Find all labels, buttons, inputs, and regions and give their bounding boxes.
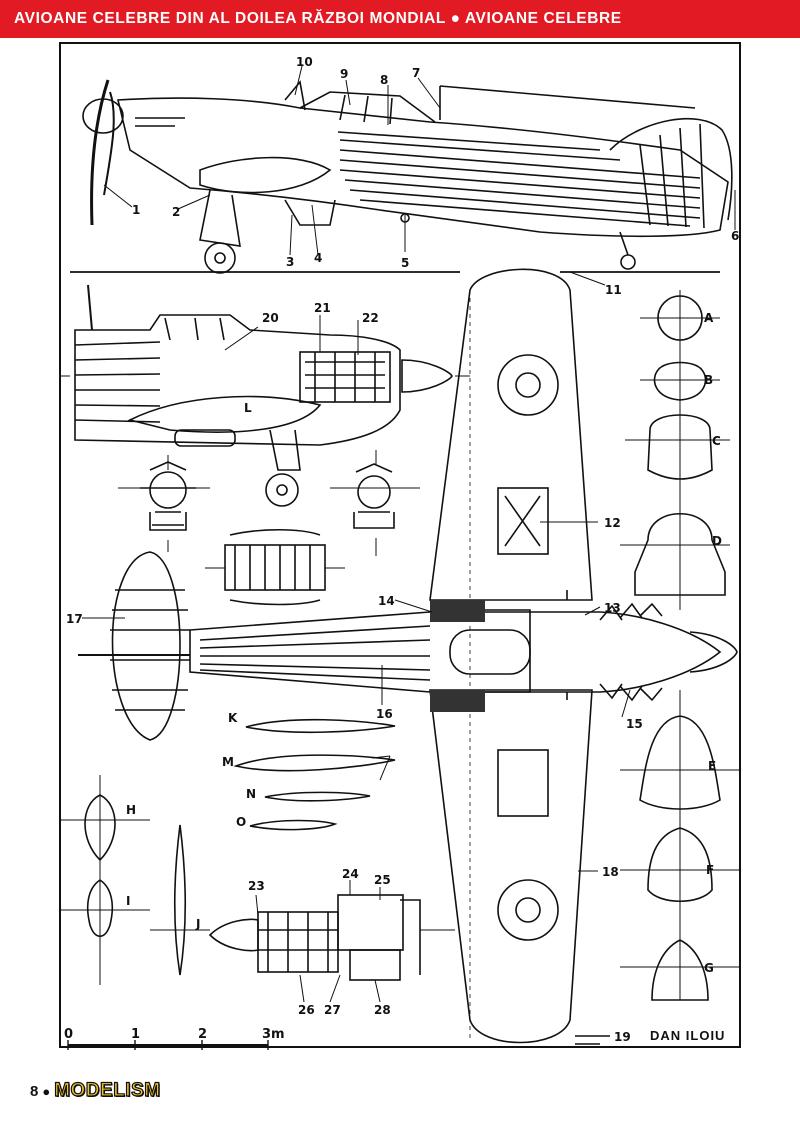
section-M: M — [222, 755, 234, 769]
footer: 8 ● MODELISM — [30, 1078, 161, 1104]
callout-6: 6 — [731, 229, 739, 243]
section-E: E — [708, 759, 716, 773]
scale-2: 2 — [198, 1027, 207, 1042]
footer-bullet: ● — [42, 1083, 51, 1099]
sections-left — [60, 775, 210, 985]
author-credit: DAN ILOIU — [650, 1028, 726, 1043]
section-C: C — [712, 434, 721, 448]
callout-12: 12 — [604, 516, 621, 530]
airfoil-sections — [233, 718, 396, 831]
section-B: B — [704, 373, 713, 387]
callout-20: 20 — [262, 311, 279, 325]
callout-2: 2 — [172, 205, 180, 219]
scale-labels: 0 1 2 3m — [64, 1027, 285, 1042]
plan-view — [78, 268, 738, 1044]
drawing-frame — [59, 42, 741, 1048]
callout-28: 28 — [374, 1003, 391, 1017]
section-H: H — [126, 803, 136, 817]
callout-11: 11 — [605, 283, 622, 297]
section-N: N — [246, 787, 256, 801]
section-J: J — [195, 917, 200, 931]
scale-bar — [67, 1035, 610, 1050]
callout-18: 18 — [602, 865, 619, 879]
scale-1: 1 — [131, 1027, 140, 1042]
callout-3: 3 — [286, 255, 294, 269]
callout-8: 8 — [380, 73, 388, 87]
callout-9: 9 — [340, 67, 348, 81]
callout-4: 4 — [314, 251, 322, 265]
section-I: I — [126, 894, 130, 908]
sections-right — [620, 290, 740, 1001]
callout-16: 16 — [376, 707, 393, 721]
magazine-logo: MODELISM — [54, 1079, 161, 1101]
side-view — [70, 79, 733, 274]
callout-27: 27 — [324, 1003, 341, 1017]
section-F: F — [706, 863, 714, 877]
callout-19: 19 — [614, 1030, 631, 1044]
callout-25: 25 — [374, 873, 391, 887]
callout-21: 21 — [314, 301, 331, 315]
callout-13: 13 — [604, 601, 621, 615]
callout-7: 7 — [412, 66, 420, 80]
engine-cutaway — [208, 894, 455, 981]
scale-0: 0 — [64, 1027, 73, 1042]
callout-23: 23 — [248, 879, 265, 893]
section-L: L — [244, 401, 252, 415]
callout-10: 10 — [296, 55, 313, 69]
section-O: O — [236, 815, 246, 829]
section-G: G — [704, 961, 714, 975]
page-number: 8 — [30, 1082, 39, 1100]
callout-5: 5 — [401, 256, 409, 270]
section-K: K — [228, 711, 238, 725]
callout-15: 15 — [626, 717, 643, 731]
engine-front-views — [118, 450, 420, 606]
callout-26: 26 — [298, 1003, 315, 1017]
callout-14: 14 — [378, 594, 395, 608]
engine-side-view — [60, 284, 470, 507]
callout-22: 22 — [362, 311, 379, 325]
callout-24: 24 — [342, 867, 359, 881]
scale-3m: 3m — [262, 1027, 285, 1042]
section-D: D — [712, 534, 722, 548]
callout-labels: 1 2 3 4 5 6 7 8 9 10 11 12 13 14 15 16 1… — [66, 55, 739, 1044]
header-bar: AVIOANE CELEBRE DIN AL DOILEA RĂZBOI MON… — [0, 0, 800, 38]
callout-17: 17 — [66, 612, 83, 626]
section-A: A — [704, 311, 714, 325]
callout-1: 1 — [132, 203, 140, 217]
header-title: AVIOANE CELEBRE DIN AL DOILEA RĂZBOI MON… — [14, 10, 622, 27]
